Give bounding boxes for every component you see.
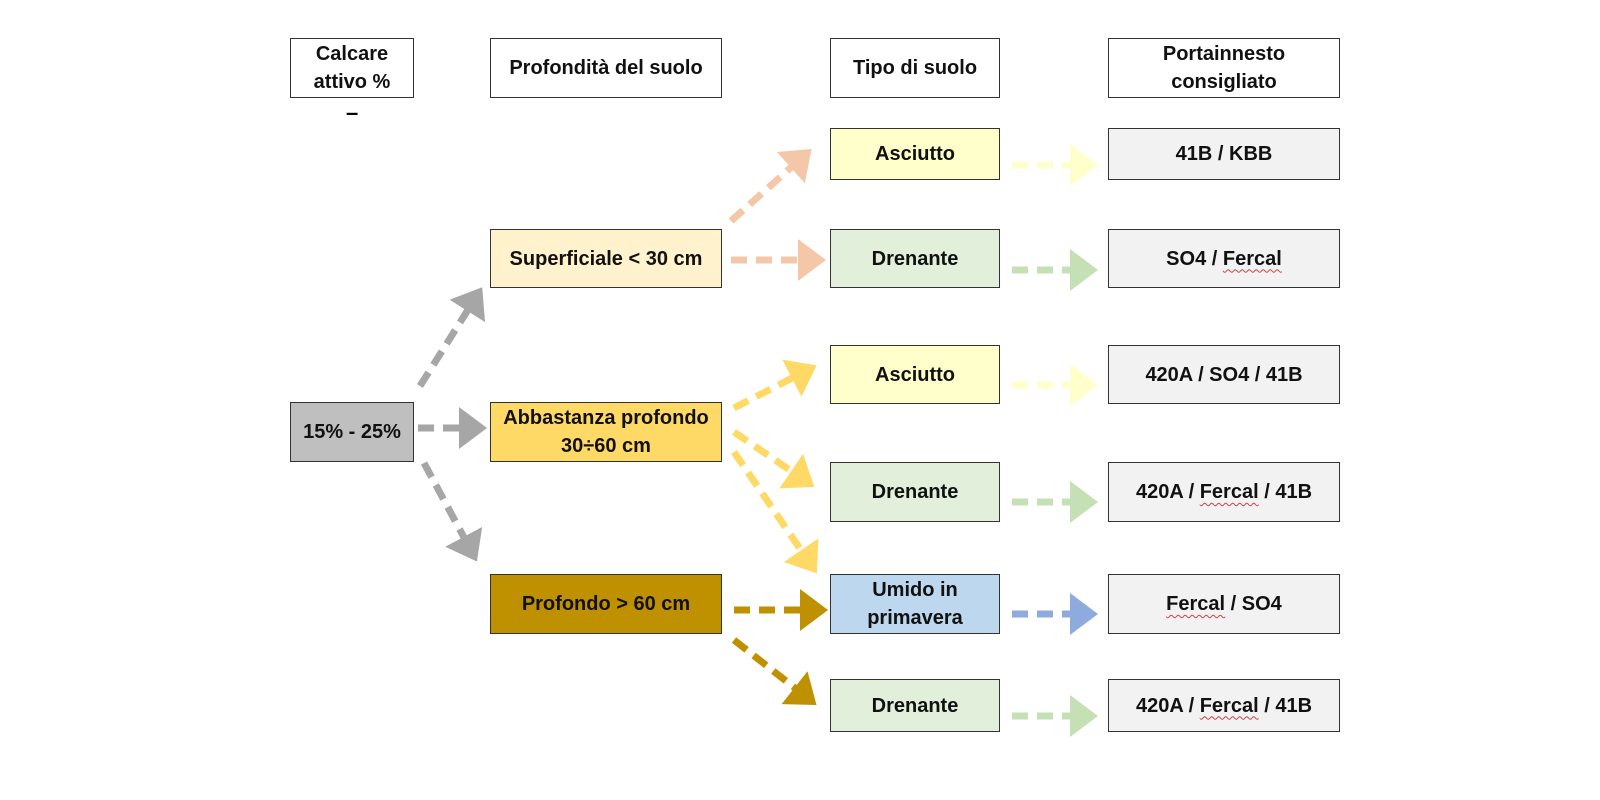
arrow-abb-asciutto	[732, 359, 817, 412]
header-portainnesto-label: Portainnesto consigliato	[1162, 43, 1286, 93]
rootstock-box-6: 420A / Fercal / 41B	[1108, 679, 1340, 732]
rootstock-box-1: 41B / KBB	[1108, 128, 1340, 180]
soil-label-3: Asciutto	[875, 363, 955, 386]
header-calcare-dash: –	[346, 100, 359, 125]
header-profondita-label: Profondità del suolo	[509, 57, 703, 79]
soil-label-5: Umido in primavera	[867, 579, 963, 629]
soil-box-4: Drenante	[830, 462, 1000, 522]
rootstock-label-1: 41B / KBB	[1175, 143, 1273, 165]
rootstock-box-5: Fercal / SO4	[1108, 574, 1340, 634]
soil-label-1: Asciutto	[875, 143, 955, 165]
root-calcare-box: 15% - 25%	[290, 402, 414, 462]
arrow-prof-drenante	[731, 637, 817, 705]
header-profondita: Profondità del suolo	[490, 38, 722, 98]
arrow-abb-umido	[731, 450, 819, 574]
soil-label-2: Drenante	[871, 247, 959, 270]
header-tipo: Tipo di suolo	[830, 38, 1000, 98]
soil-label-4: Drenante	[871, 481, 959, 503]
arrow-root-superficiale	[417, 287, 486, 388]
soil-box-5: Umido in primavera	[830, 574, 1000, 634]
arrow-abb-drenante	[732, 429, 815, 489]
depth-profondo-box: Profondo > 60 cm	[490, 574, 722, 634]
header-portainnesto: Portainnesto consigliato	[1108, 38, 1340, 98]
rootstock-label-3: 420A / SO4 / 41B	[1145, 363, 1303, 386]
rootstock-box-4: 420A / Fercal / 41B	[1108, 462, 1340, 522]
header-calcare: Calcare attivo %	[290, 38, 414, 98]
soil-box-2: Drenante	[830, 229, 1000, 288]
soil-box-1: Asciutto	[830, 128, 1000, 180]
rootstock-box-2: SO4 / Fercal	[1108, 229, 1340, 288]
depth-superficiale-label: Superficiale < 30 cm	[509, 247, 703, 270]
root-calcare-label: 15% - 25%	[303, 421, 401, 443]
depth-abbastanza-box: Abbastanza profondo 30÷60 cm	[490, 402, 722, 462]
depth-profondo-label: Profondo > 60 cm	[521, 593, 691, 615]
soil-label-6: Drenante	[871, 694, 959, 717]
rootstock-label-2: SO4 / Fercal	[1166, 247, 1282, 270]
depth-superficiale-box: Superficiale < 30 cm	[490, 229, 722, 288]
soil-box-6: Drenante	[830, 679, 1000, 732]
header-calcare-label: Calcare attivo %	[313, 43, 391, 93]
rootstock-label-6: 420A / Fercal / 41B	[1135, 694, 1313, 717]
arrow-sup-asciutto	[728, 149, 812, 224]
rootstock-box-3: 420A / SO4 / 41B	[1108, 345, 1340, 404]
rootstock-label-5: Fercal / SO4	[1166, 593, 1282, 615]
depth-abbastanza-label: Abbastanza profondo 30÷60 cm	[503, 407, 709, 457]
rootstock-label-4: 420A / Fercal / 41B	[1135, 481, 1313, 503]
arrow-root-profondo	[420, 461, 483, 562]
header-tipo-label: Tipo di suolo	[852, 57, 978, 79]
soil-box-3: Asciutto	[830, 345, 1000, 404]
